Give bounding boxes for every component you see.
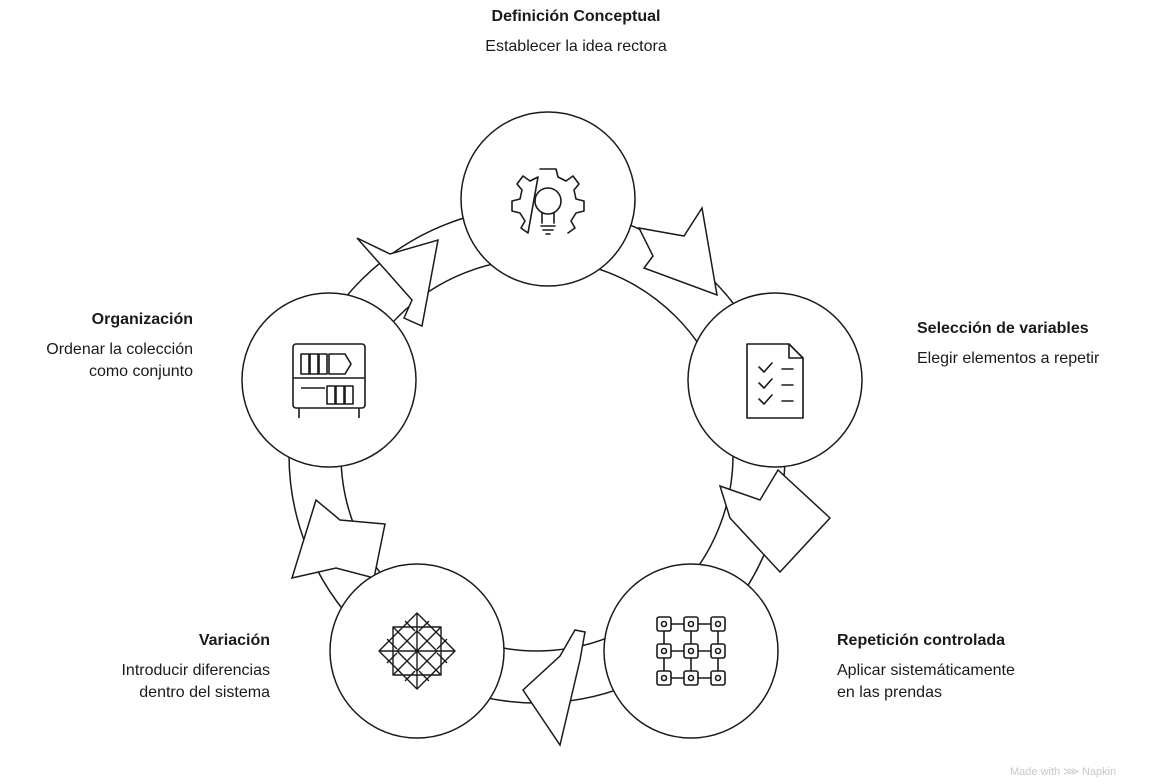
node-title: Definición Conceptual xyxy=(491,8,661,25)
napkin-watermark: Made with ⋙ Napkin xyxy=(1010,766,1117,778)
node-label-organizacion: Organización Ordenar la colección como c… xyxy=(0,309,193,383)
node-label-definicion: Definición Conceptual Establecer la idea… xyxy=(326,6,826,58)
node-title: Organización xyxy=(91,311,193,328)
grid-network-icon xyxy=(656,616,726,686)
node-description: Establecer la idea rectora xyxy=(485,38,667,55)
node-description-line-2: como conjunto xyxy=(88,363,193,380)
arrow-organizacion-to-definicion xyxy=(356,237,439,328)
node-title: Variación xyxy=(198,632,270,649)
bookshelf-icon xyxy=(292,343,366,418)
node-label-repeticion: Repetición controlada Aplicar sistemátic… xyxy=(837,630,1097,704)
kaleidoscope-pattern-icon xyxy=(378,612,456,690)
arrow-definicion-to-seleccion xyxy=(637,205,718,297)
node-description-line-1: Aplicar sistemáticamente xyxy=(837,662,1015,679)
arrow-seleccion-to-repeticion xyxy=(718,468,832,574)
gear-lightbulb-icon xyxy=(511,168,585,235)
node-description-line-1: Ordenar la colección xyxy=(46,341,193,358)
node-title: Repetición controlada xyxy=(837,632,1006,649)
node-circle-repeticion xyxy=(603,563,779,739)
arrow-repeticion-to-variacion xyxy=(522,629,586,747)
node-circle-seleccion xyxy=(687,292,863,468)
node-description-line-2: dentro del sistema xyxy=(139,684,270,701)
node-title: Selección de variables xyxy=(917,320,1089,337)
node-label-variacion: Variación Introducir diferencias dentro … xyxy=(30,630,270,704)
node-description-line-1: Introducir diferencias xyxy=(121,662,270,679)
node-description: Elegir elementos a repetir xyxy=(917,350,1100,367)
checklist-document-icon xyxy=(746,343,804,419)
node-circle-organizacion xyxy=(241,292,417,468)
arrow-variacion-to-organizacion xyxy=(290,498,386,580)
node-description-line-2: en las prendas xyxy=(837,684,942,701)
node-circle-definicion xyxy=(460,111,636,287)
node-label-seleccion: Selección de variables Elegir elementos … xyxy=(917,318,1152,370)
